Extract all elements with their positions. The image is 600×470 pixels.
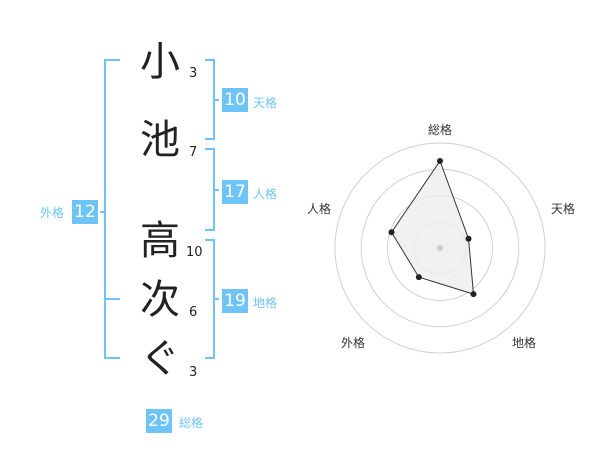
- name-char-4: 次: [140, 277, 180, 323]
- stroke-count-1: 3: [189, 66, 198, 81]
- name-char-5: ぐ: [140, 336, 180, 382]
- radar-point-5: [388, 229, 395, 236]
- gaikaku-label: 外格: [40, 206, 65, 220]
- gaikaku-value-badge: 12: [72, 200, 98, 224]
- radar-point-1: [437, 158, 443, 164]
- tenkaku-value-badge: 10: [222, 88, 248, 112]
- soukaku-label: 総格: [179, 416, 204, 430]
- radar-point-3: [470, 291, 477, 298]
- radar-point-2: [465, 235, 472, 242]
- name-char-2: 池: [140, 117, 180, 163]
- axis-label-jinkaku: 人格: [306, 202, 331, 216]
- radar-data-polygon: [390, 159, 475, 295]
- tenkaku-bracket: [205, 59, 219, 140]
- soukaku-value-badge: 29: [146, 409, 172, 433]
- stroke-count-5: 3: [189, 365, 198, 380]
- axis-label-gaikaku: 外格: [340, 336, 365, 350]
- chikaku-value-badge: 19: [222, 289, 248, 313]
- radar-grid-ring: [334, 142, 546, 354]
- chikaku-label: 地格: [253, 296, 278, 310]
- chikaku-bracket: [205, 239, 219, 359]
- jinkaku-label: 人格: [253, 187, 278, 201]
- axis-label-soukaku: 総格: [427, 123, 452, 137]
- radar-center-dot: [437, 245, 443, 251]
- stroke-count-3: 10: [186, 245, 203, 260]
- jinkaku-bracket: [205, 148, 219, 231]
- jinkaku-value-badge: 17: [222, 180, 248, 204]
- axis-label-chikaku: 地格: [511, 336, 536, 350]
- name-char-3: 高: [140, 218, 180, 264]
- stroke-count-4: 6: [189, 305, 198, 320]
- radar-point-4: [415, 274, 422, 281]
- tenkaku-label: 天格: [253, 96, 278, 110]
- axis-label-tenkaku: 天格: [550, 202, 575, 216]
- stroke-count-2: 7: [189, 145, 198, 160]
- gaikaku-bracket: [100, 59, 120, 359]
- name-char-1: 小: [140, 39, 180, 85]
